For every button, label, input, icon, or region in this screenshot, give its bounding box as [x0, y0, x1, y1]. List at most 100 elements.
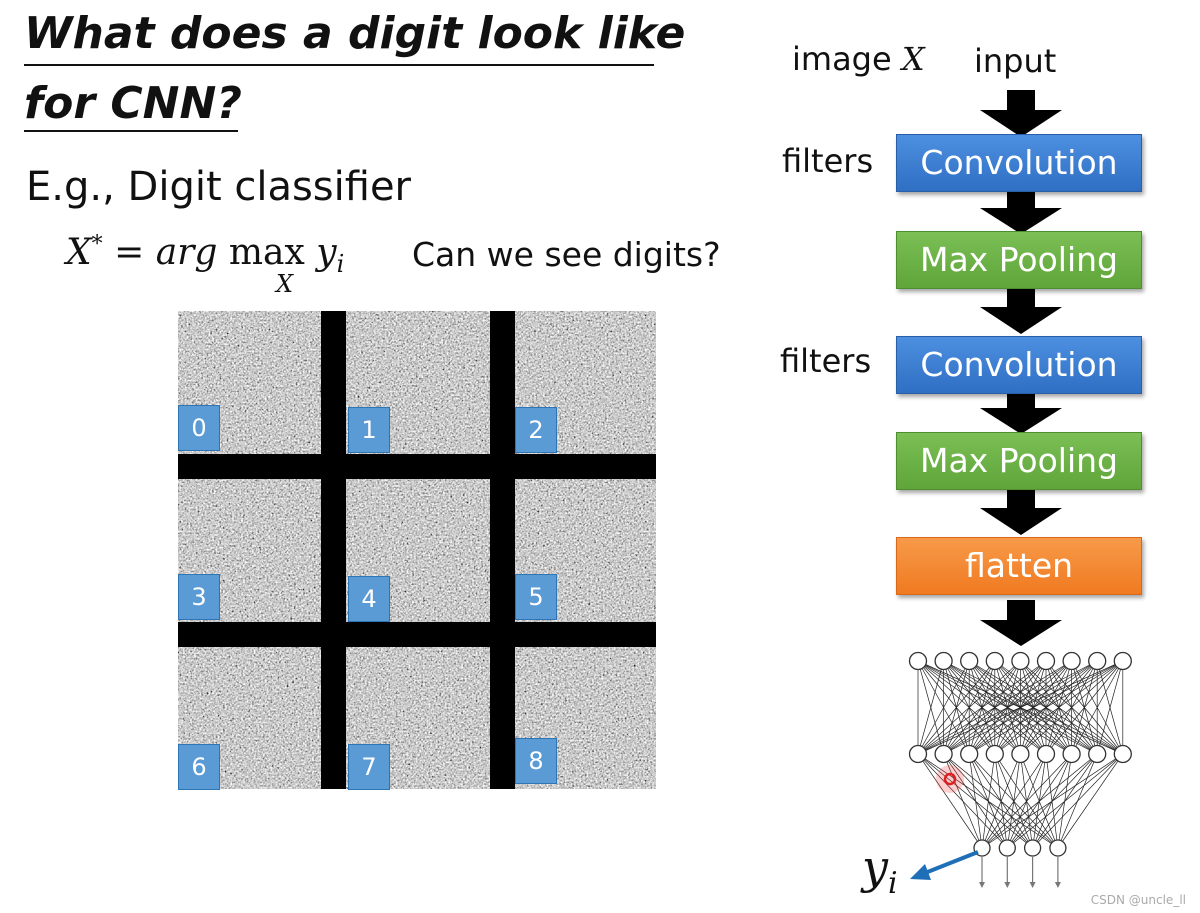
network-connection	[1045, 660, 1124, 755]
output-arrowhead	[1004, 882, 1011, 888]
neuron-node	[960, 744, 979, 764]
image-var: X	[901, 40, 925, 78]
highlight-glow	[936, 765, 964, 793]
digit-label-7: 7	[348, 744, 390, 790]
digit-label-6: 6	[178, 744, 220, 790]
network-connection	[943, 753, 983, 849]
network-connection	[917, 660, 1021, 755]
network-connection	[917, 660, 1098, 755]
neuron-node	[1088, 744, 1107, 764]
question-text: Can we see digits?	[412, 235, 721, 274]
network-connection	[994, 660, 1124, 755]
neuron-node	[960, 651, 979, 671]
neuron-node	[1062, 651, 1081, 671]
filters-label-1: filters	[782, 142, 874, 180]
formula-arg: arg	[155, 232, 218, 273]
network-connection	[917, 660, 1123, 755]
neuron-node	[934, 651, 953, 671]
image-x-label: image X	[792, 40, 925, 78]
output-neuron-node	[998, 839, 1016, 857]
digit-image-grid: 0 1 2 3 4 5 6 7 8	[178, 311, 656, 790]
flatten-block: flatten	[896, 537, 1142, 595]
network-connection	[917, 660, 996, 755]
network-connection	[981, 753, 1098, 849]
grid-divider	[321, 311, 346, 789]
formula-under-x: X	[276, 270, 294, 298]
max-pooling-block-1: Max Pooling	[896, 231, 1142, 289]
network-connection	[917, 660, 1047, 755]
highlighted-neuron	[943, 772, 957, 786]
output-yi-label: yi	[862, 840, 898, 901]
formula-y: y	[316, 232, 337, 273]
noise-grid-svg	[178, 311, 656, 789]
digit-label-8: 8	[515, 738, 557, 784]
digit-label-0: 0	[178, 405, 220, 451]
slide-title-line-1: What does a digit look like	[24, 8, 686, 59]
network-connection	[1096, 660, 1124, 755]
slide-title-line-2: for CNN?	[24, 78, 242, 129]
output-arrowhead	[1029, 882, 1036, 888]
network-connection	[981, 753, 1021, 849]
output-i: i	[888, 866, 898, 902]
grid-divider	[178, 454, 656, 479]
neuron-node	[1036, 651, 1056, 671]
neuron-node	[1011, 651, 1030, 671]
noise-texture	[178, 311, 656, 789]
output-neuron-node	[1023, 839, 1042, 857]
digit-label-3: 3	[178, 574, 220, 620]
network-connection	[1057, 753, 1124, 849]
output-neuron-node	[1049, 839, 1067, 857]
watermark: CSDN @uncle_ll	[1090, 893, 1186, 907]
network-connection	[981, 753, 1047, 849]
neuron-node	[985, 744, 1004, 764]
network-connection	[943, 660, 1123, 755]
network-connection	[969, 660, 1123, 755]
network-connection	[917, 660, 1072, 755]
image-label-text: image	[792, 40, 902, 78]
grid-divider	[178, 622, 656, 647]
output-arrow-head	[910, 864, 931, 880]
network-connection	[981, 753, 996, 849]
grid-divider	[490, 311, 515, 789]
convolution-block-1: Convolution	[896, 134, 1142, 192]
network-connection	[917, 660, 970, 755]
neuron-node	[1113, 744, 1132, 764]
filters-label-2: filters	[780, 342, 872, 380]
network-connection	[1032, 753, 1124, 849]
digit-label-2: 2	[515, 407, 557, 453]
digit-label-1: 1	[348, 407, 390, 453]
subtitle: E.g., Digit classifier	[26, 164, 411, 210]
network-connection	[981, 753, 1072, 849]
neuron-node	[934, 744, 953, 764]
network-connection	[968, 753, 983, 849]
output-arrowhead	[979, 882, 985, 888]
network-connection	[917, 753, 983, 849]
neuron-node	[1036, 744, 1056, 764]
input-label: input	[974, 42, 1057, 80]
output-y: y	[862, 840, 888, 894]
neuron-node	[1088, 651, 1107, 671]
network-connection	[1071, 660, 1124, 755]
neuron-node	[908, 651, 928, 671]
convolution-block-2: Convolution	[896, 336, 1142, 394]
formula-sup: *	[91, 232, 103, 257]
neuron-node	[1113, 651, 1132, 671]
formula-i: i	[336, 250, 345, 279]
network-connection	[1020, 660, 1124, 755]
neuron-node	[908, 744, 928, 764]
neuron-node	[1011, 744, 1030, 764]
formula-max: max	[217, 232, 317, 273]
output-arrowhead	[1054, 882, 1061, 888]
network-connection	[917, 660, 944, 755]
formula: X* = arg max yi	[66, 232, 344, 278]
neuron-node	[985, 651, 1004, 671]
max-pooling-block-2: Max Pooling	[896, 432, 1142, 490]
title-underline-2	[24, 130, 238, 132]
network-connection	[981, 753, 1123, 849]
formula-lhs: X	[66, 232, 92, 273]
digit-label-5: 5	[515, 574, 557, 620]
neuron-node	[1062, 744, 1081, 764]
digit-label-4: 4	[348, 576, 390, 622]
network-connection	[1007, 753, 1124, 849]
